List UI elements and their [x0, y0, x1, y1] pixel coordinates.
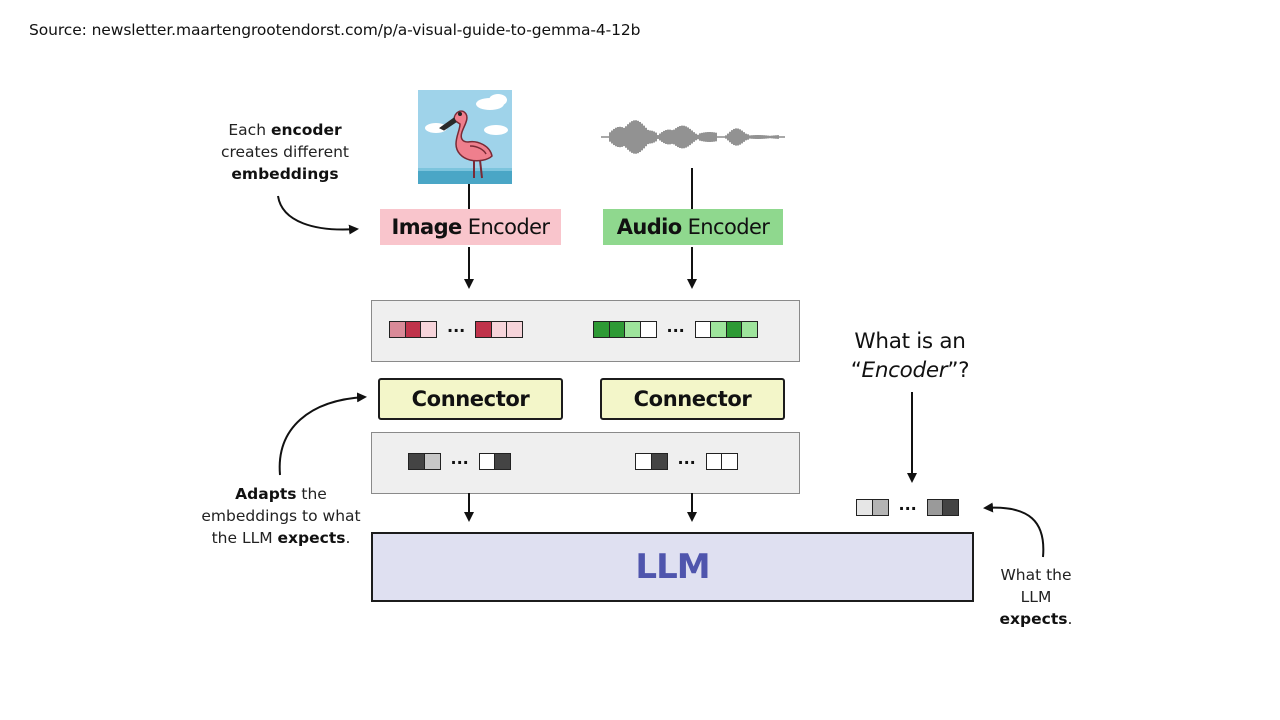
encoder-question: What is an “Encoder”? [820, 327, 1000, 385]
audio-embeddings: ... [593, 316, 759, 338]
encoder-note-l1-bold: encoder [270, 121, 342, 139]
ellipsis: ... [677, 448, 696, 468]
embedding-vector [593, 321, 657, 338]
question-l1: What is an [854, 329, 966, 354]
embedding-cell [494, 453, 512, 470]
audio-connector-embeddings: ... [635, 448, 739, 470]
question-italic: Encoder [861, 358, 948, 383]
image-encoder-bold: Image [391, 215, 463, 239]
llm-note-l2: LLM [1020, 588, 1052, 606]
connector-note-l3-post: . [345, 529, 351, 547]
llm-note-l1: What the [1000, 566, 1072, 584]
embedding-vector [475, 321, 524, 338]
connector-note-l3-bold: expects [277, 529, 346, 547]
embedding-vector [635, 453, 668, 470]
audio-connector: Connector [600, 378, 785, 420]
llm-box: LLM [371, 532, 974, 602]
llm-note-arrow [983, 502, 1045, 558]
connector-note-l3-pre: the LLM [211, 529, 278, 547]
embedding-vector [478, 453, 512, 470]
embedding-cell [423, 453, 441, 470]
encoder-note-arrow [277, 195, 359, 235]
connector-note-l2: embeddings to what [201, 507, 361, 525]
embedding-cell [721, 453, 739, 470]
connector-note-l1-bold: Adapts [235, 485, 297, 503]
connector-note-l1-post: the [296, 485, 327, 503]
image-connector-embeddings: ... [408, 448, 512, 470]
embedding-cell [942, 499, 960, 516]
audio-encoder: Audio Encoder [603, 209, 783, 245]
embedding-cell [420, 321, 437, 338]
audio-encoder-rest: Encoder [681, 215, 770, 239]
question-open-quote: “ [850, 358, 862, 383]
connector-note: Adapts the embeddings to what the LLM ex… [186, 483, 376, 549]
embedding-cell [871, 499, 889, 516]
question-close: ”? [947, 358, 970, 383]
llm-expects-note: What the LLM expects. [986, 564, 1086, 630]
llm-note-l3-post: . [1067, 610, 1073, 628]
flamingo-image-icon [418, 90, 512, 184]
ellipsis: ... [447, 316, 466, 336]
ellipsis: ... [450, 448, 469, 468]
encoder-note: Each encoder creates different embedding… [190, 119, 380, 185]
embedding-vector [856, 499, 889, 516]
embedding-cell [650, 453, 668, 470]
image-encoder-rest: Encoder [461, 215, 550, 239]
image-connector: Connector [378, 378, 563, 420]
embedding-cell [639, 321, 657, 338]
audio-encoder-bold: Audio [616, 215, 682, 239]
connector-note-arrow [278, 392, 367, 476]
embedding-vector [694, 321, 759, 338]
embedding-cell [741, 321, 759, 338]
audio-waveform-icon [601, 120, 785, 154]
embedding-vector [408, 453, 441, 470]
image-encoder: Image Encoder [380, 209, 561, 245]
image-embeddings: ... [389, 316, 524, 338]
ellipsis: ... [666, 316, 685, 336]
embedding-vector [389, 321, 437, 338]
ellipsis: ... [898, 494, 917, 514]
embedding-vector [926, 499, 960, 516]
encoder-note-l1-pre: Each [228, 121, 271, 139]
embedding-cell [506, 321, 524, 338]
llm-note-l3-bold: expects [999, 610, 1068, 628]
encoder-note-l2: creates different [220, 143, 350, 161]
llm-expected-embeddings: ... [856, 494, 960, 516]
embedding-vector [705, 453, 739, 470]
encoder-note-l3-bold: embeddings [231, 165, 339, 183]
source-caption: Source: newsletter.maartengrootendorst.c… [29, 21, 641, 39]
